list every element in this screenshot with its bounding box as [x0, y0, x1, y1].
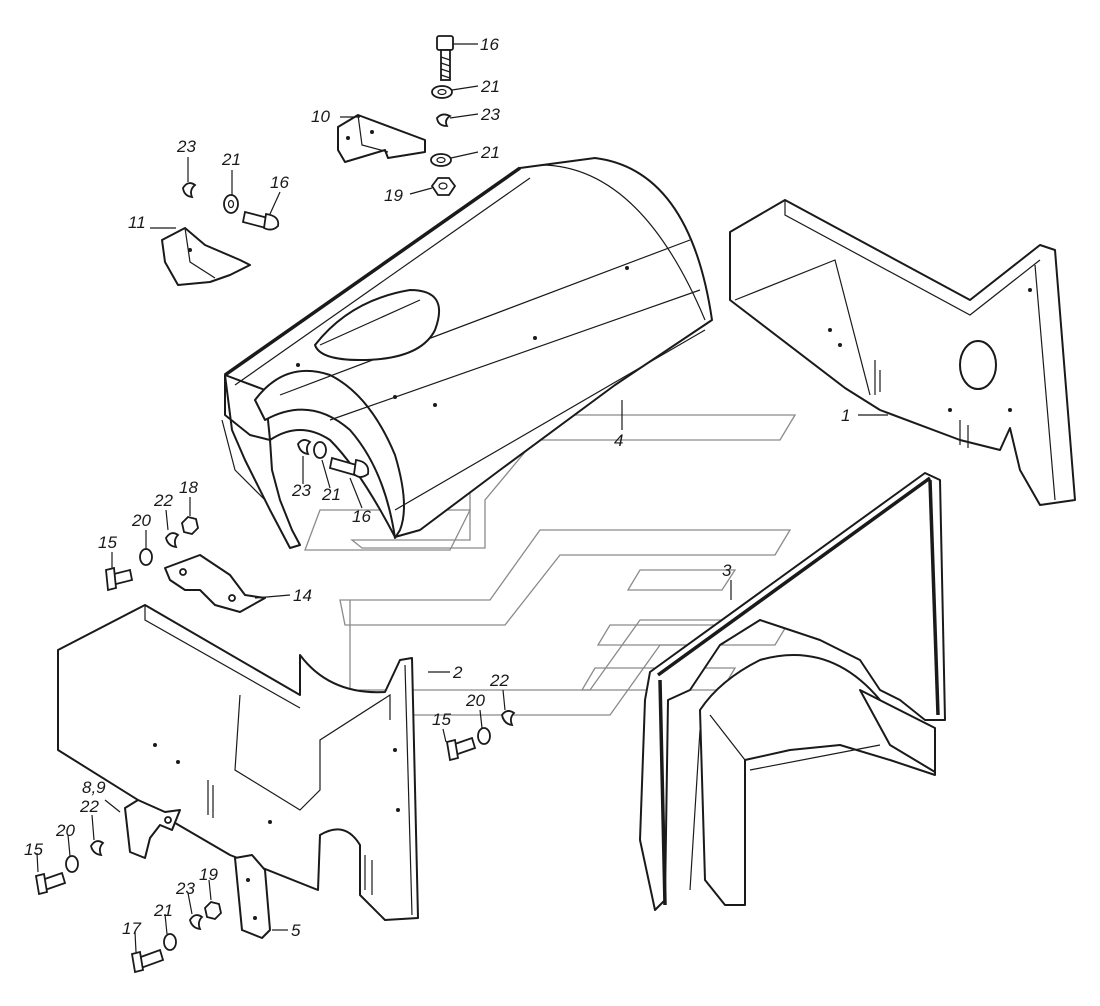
part-4-drum-cover — [221, 157, 713, 549]
part-11-bracket — [161, 227, 251, 286]
label-16: 16 — [480, 35, 499, 54]
callout-labels: 16 21 23 21 19 10 23 21 16 11 23 21 16 4… — [24, 35, 850, 940]
part-5-plate — [234, 854, 271, 939]
label-14: 14 — [293, 586, 312, 605]
hardware-drum-fasteners — [297, 439, 370, 478]
label-19: 19 — [384, 186, 403, 205]
hardware-washer-21-top — [431, 85, 453, 99]
label-23: 23 — [176, 137, 196, 156]
label-5: 5 — [291, 921, 301, 940]
part-3-front-panel — [639, 472, 946, 911]
hardware-washer-21-mid — [430, 153, 452, 167]
label-4: 4 — [614, 431, 623, 450]
label-11: 11 — [128, 213, 146, 232]
hardware-bolt-16-left — [241, 210, 280, 231]
label-18: 18 — [179, 478, 198, 497]
label-20: 20 — [131, 511, 151, 530]
part-2-side-panel — [57, 604, 419, 921]
label-22: 22 — [153, 491, 173, 510]
label-10: 10 — [311, 107, 330, 126]
label-16: 16 — [352, 507, 371, 526]
label-21: 21 — [153, 901, 173, 920]
hardware-clip-23-left — [182, 182, 197, 199]
leader-lines — [36, 43, 888, 953]
label-21: 21 — [480, 77, 500, 96]
label-21: 21 — [480, 143, 500, 162]
hardware-bolt-16-top — [436, 35, 454, 81]
label-23: 23 — [480, 105, 500, 124]
label-15: 15 — [432, 710, 451, 729]
label-21: 21 — [321, 485, 341, 504]
label-20: 20 — [465, 691, 485, 710]
label-15: 15 — [24, 840, 43, 859]
label-23: 23 — [291, 481, 311, 500]
hardware-clip-23-top — [436, 113, 452, 127]
label-22: 22 — [79, 797, 99, 816]
label-8-9: 8,9 — [82, 778, 106, 797]
part-10-bracket — [337, 114, 426, 163]
label-1: 1 — [841, 406, 850, 425]
label-3: 3 — [722, 561, 732, 580]
hardware-bottom-group-1 — [34, 840, 105, 896]
label-17: 17 — [122, 919, 141, 938]
label-15: 15 — [98, 533, 117, 552]
part-14-bracket — [164, 554, 266, 613]
label-22: 22 — [489, 671, 509, 690]
part-8-9-bracket — [124, 799, 181, 859]
label-19: 19 — [199, 865, 218, 884]
label-2: 2 — [452, 663, 463, 682]
label-16: 16 — [270, 173, 289, 192]
label-21: 21 — [221, 150, 241, 169]
hardware-right-group-2 — [445, 710, 516, 762]
hardware-nut-19-top — [430, 177, 457, 196]
label-20: 20 — [55, 821, 75, 840]
part-1-side-panel — [729, 199, 1076, 506]
hardware-bottom-group-2 — [130, 901, 222, 974]
hardware-left-group-1 — [105, 516, 199, 592]
label-23: 23 — [175, 879, 195, 898]
hardware-washer-21-left — [223, 194, 239, 214]
